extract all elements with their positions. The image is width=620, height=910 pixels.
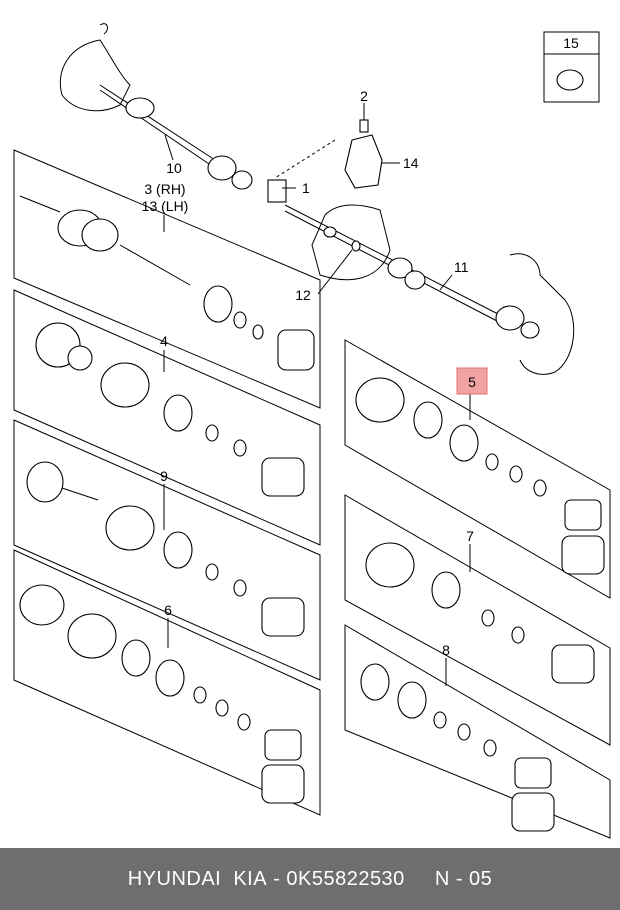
callout-13: 13 (LH) <box>142 198 189 214</box>
panel-3-13 <box>13 149 321 409</box>
callout-8: 8 <box>442 642 450 658</box>
callout-6: 6 <box>164 602 172 618</box>
callout-1: 1 <box>302 180 310 196</box>
panel-4 <box>13 289 321 546</box>
panel-7 <box>344 494 611 746</box>
panel-9 <box>13 419 321 681</box>
callout-9: 9 <box>160 468 168 484</box>
top-leaders <box>164 103 453 295</box>
callout-14: 14 <box>403 155 419 171</box>
footer-bar: HYUNDAI KIA - 0K55822530 N - 05 <box>0 848 620 910</box>
footer-page: N - 05 <box>434 867 493 890</box>
callout-5: 5 <box>468 374 476 390</box>
exploded-parts-diagram: 2 1 14 10 11 12 15 3 (RH) 13 (LH) 4 5 9 … <box>13 23 611 839</box>
top-shaft-assembly <box>59 23 575 375</box>
footer-separator: - <box>267 867 287 890</box>
panel-6 <box>13 549 321 816</box>
highlight-part-5 <box>456 367 488 395</box>
callout-12: 12 <box>295 287 311 303</box>
footer-part-number: 0K55822530 <box>286 867 405 890</box>
callout-15: 15 <box>563 35 579 51</box>
callout-11: 11 <box>454 259 469 275</box>
callout-10: 10 <box>166 160 182 176</box>
footer-brand: HYUNDAI KIA <box>127 867 268 890</box>
callout-2: 2 <box>360 88 368 104</box>
callout-4: 4 <box>160 333 168 349</box>
panel-leaders <box>163 215 471 686</box>
panel-8 <box>344 624 611 839</box>
part-15-box <box>543 31 600 103</box>
callout-3: 3 (RH) <box>144 181 185 197</box>
callout-labels: 2 1 14 10 11 12 15 3 (RH) 13 (LH) 4 5 9 … <box>142 35 579 658</box>
callout-7: 7 <box>466 528 474 544</box>
panel-5 <box>344 339 611 599</box>
